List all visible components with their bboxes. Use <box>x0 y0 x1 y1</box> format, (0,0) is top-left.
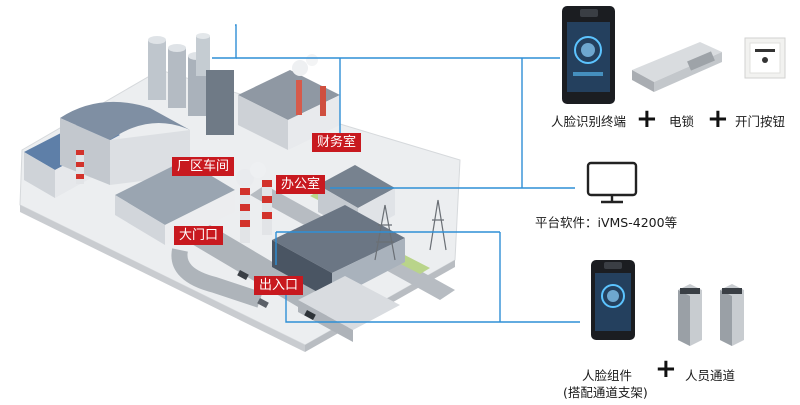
electric-lock-caption: 电锁 <box>669 114 695 129</box>
face-terminal-icon <box>562 6 615 104</box>
connection-lines <box>212 24 580 323</box>
face-module-note: (搭配通道支架) <box>563 385 648 400</box>
face-module-caption: 人脸组件 <box>582 368 633 383</box>
face-module-icon <box>591 260 635 340</box>
area-label-workshop: 厂区车间 <box>172 157 235 176</box>
turnstile-icon <box>678 284 744 346</box>
area-label-office: 办公室 <box>276 175 326 194</box>
plus-icon: + <box>707 104 729 134</box>
exit-button-icon <box>744 37 786 79</box>
monitor-icon <box>586 161 638 204</box>
area-label-main-gate: 大门口 <box>174 226 224 245</box>
plus-icon: + <box>636 104 658 134</box>
area-label-finance: 财务室 <box>312 133 362 152</box>
exit-button-caption: 开门按钮 <box>735 114 786 129</box>
plus-icon: + <box>655 354 677 384</box>
turnstile-caption: 人员通道 <box>685 368 736 383</box>
face-terminal-caption: 人脸识别终端 <box>551 114 627 129</box>
area-label-entrance: 出入口 <box>254 276 304 295</box>
factory-illustration <box>19 33 461 352</box>
platform-caption: 平台软件：iVMS-4200等 <box>535 215 678 230</box>
electric-lock-icon <box>632 42 722 92</box>
